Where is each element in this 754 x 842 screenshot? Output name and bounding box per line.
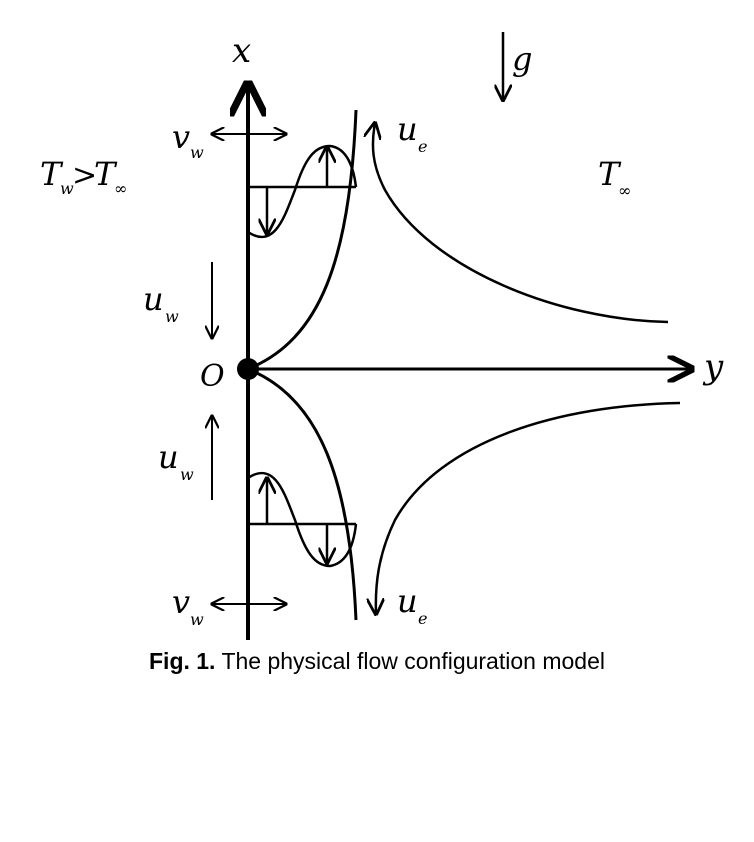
uw-bottom-sub: w: [180, 465, 194, 484]
ambient-temp-sub: ∞: [618, 181, 631, 200]
gravity-label: g: [512, 40, 532, 78]
ambient-temp-main: T: [598, 155, 622, 193]
edge-velocity-top: u e: [397, 110, 427, 156]
vw-top-main: v: [172, 118, 190, 156]
origin-label: O: [200, 359, 225, 394]
wall-velocity-top: u w: [143, 262, 212, 338]
ue-top-sub: e: [418, 137, 427, 156]
x-axis-label: x: [232, 31, 251, 71]
wall-temp-main: T: [40, 155, 64, 193]
free-stream-curve-upper: [373, 123, 669, 324]
ambient-temperature-label: T ∞: [598, 155, 631, 200]
uw-bottom-main: u: [158, 438, 179, 476]
boundary-layer-edge-lower: [247, 367, 358, 621]
y-axis-label: y: [702, 347, 724, 387]
vw-bottom-sub: w: [190, 610, 204, 629]
ue-bottom-main: u: [397, 582, 418, 620]
vw-top-sub: w: [190, 143, 204, 162]
vw-bottom-main: v: [172, 583, 190, 621]
figure-caption: Fig. 1. The physical flow configuration …: [0, 648, 754, 675]
uw-top-sub: w: [165, 307, 179, 326]
uw-top-main: u: [143, 280, 164, 318]
wall-temp-sub: w: [60, 179, 74, 198]
wall-temp-relation: >: [72, 158, 97, 193]
suction-velocity-bottom: v w: [172, 583, 286, 629]
boundary-layer-edge-upper: [247, 109, 358, 371]
caption-text: The physical flow configuration model: [221, 648, 605, 674]
ue-top-main: u: [397, 110, 418, 148]
wall-temp-ambient-main: T: [94, 155, 118, 193]
caption-prefix: Fig. 1.: [149, 648, 216, 674]
ue-bottom-sub: e: [418, 609, 427, 628]
wall-temperature-label: T w > T ∞: [40, 155, 127, 198]
lower-velocity-profile: [247, 471, 358, 568]
edge-velocity-bottom: u e: [397, 582, 427, 628]
suction-velocity-top: v w: [172, 118, 286, 162]
upper-velocity-profile: [247, 144, 358, 239]
wall-temp-ambient-sub: ∞: [114, 179, 127, 198]
free-stream-curve-lower: [376, 401, 681, 614]
wall-velocity-bottom: u w: [158, 416, 212, 500]
